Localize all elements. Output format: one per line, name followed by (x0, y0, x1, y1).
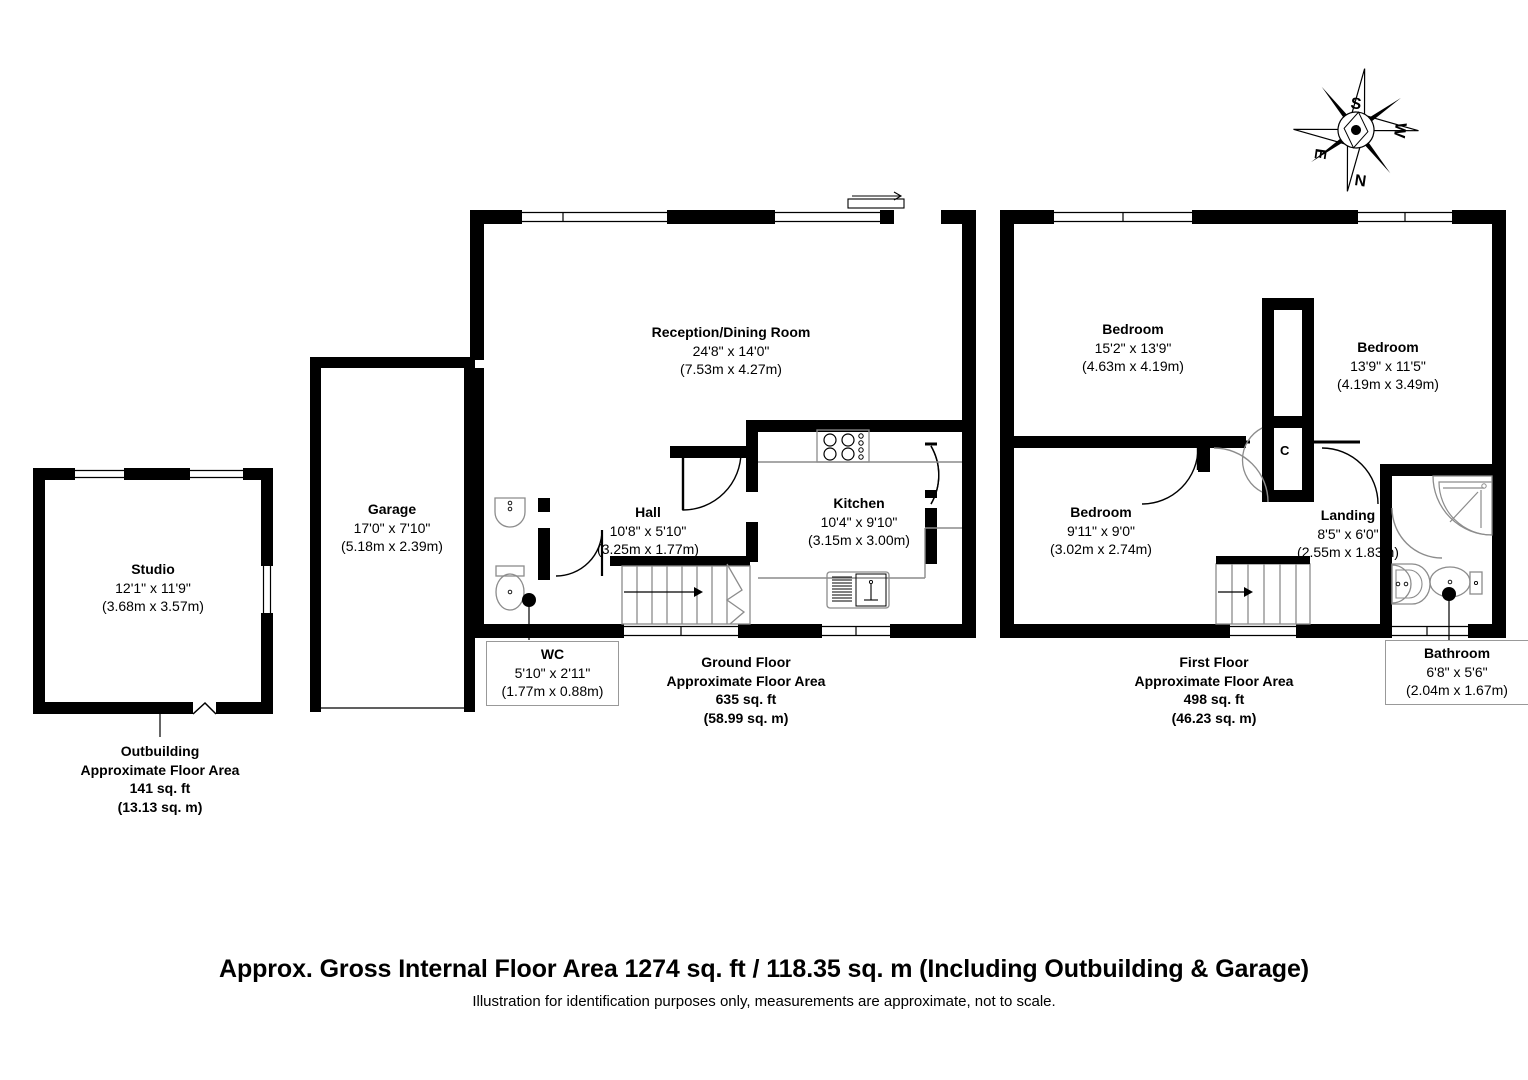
room-dimension-metric: (4.19m x 3.49m) (1337, 376, 1439, 393)
room-label-bedroom-main: Bedroom 15'2" x 13'9" (4.63m x 4.19m) (1036, 320, 1230, 376)
ground-floor-doors (555, 442, 940, 577)
room-label-garage: Garage 17'0" x 7'10" (5.18m x 2.39m) (292, 500, 492, 556)
floor-area-sqm: (58.99 sq. m) (703, 709, 789, 726)
floor-area-sqft: 635 sq. ft (715, 691, 777, 708)
ground-floor-internal-walls (538, 420, 962, 580)
floor-area-sqft: 498 sq. ft (1183, 691, 1245, 708)
room-dimension-imperial: 5'10" x 2'11" (514, 664, 591, 681)
outbuilding-outline (33, 468, 273, 737)
floor-area-subtitle: Approximate Floor Area (1134, 672, 1294, 689)
compass-letter-e: E (1311, 147, 1329, 160)
room-dimension-metric: (1.77m x 0.88m) (501, 683, 604, 700)
room-dimension-imperial: 15'2" x 13'9" (1094, 339, 1172, 356)
floor-area-subtitle: Approximate Floor Area (666, 672, 826, 689)
floor-area-sqm: (13.13 sq. m) (117, 798, 203, 815)
wc-fixtures (494, 497, 536, 640)
compass-rose: S N E W (1286, 60, 1426, 200)
floor-area-sqft: 141 sq. ft (129, 780, 191, 797)
footer: Approx. Gross Internal Floor Area 1274 s… (0, 955, 1528, 1010)
room-dimension-metric: (5.18m x 2.39m) (341, 538, 443, 555)
room-dimension-imperial: 10'8" x 5'10" (609, 522, 687, 539)
room-name: Reception/Dining Room (651, 324, 811, 340)
ground-floor-outline (470, 191, 976, 638)
room-dimension-metric: (2.04m x 1.67m) (1406, 682, 1508, 699)
room-dimension-imperial: 9'11" x 9'0" (1067, 522, 1135, 539)
first-floor-internal-walls (1014, 298, 1492, 638)
compass-letter-w: W (1390, 121, 1409, 139)
room-dimension-imperial: 24'8" x 14'0" (692, 342, 770, 359)
room-dimension-metric: (3.02m x 2.74m) (1050, 541, 1152, 558)
garage-outline (310, 357, 475, 712)
first-floor-staircase (1215, 556, 1311, 625)
floor-area-ground-floor: Ground Floor Approximate Floor Area 635 … (640, 653, 852, 727)
room-dimension-imperial: 10'4" x 9'10" (820, 513, 898, 530)
room-name: Bedroom (1102, 321, 1164, 337)
room-name: Studio (131, 561, 175, 577)
room-name: WC (540, 646, 565, 662)
room-dimension-imperial: 6'8" x 5'6" (1426, 663, 1488, 680)
floor-area-sqm: (46.23 sq. m) (1171, 709, 1257, 726)
room-dimension-imperial: 13'9" x 11'5" (1350, 357, 1426, 374)
room-name: Bathroom (1423, 645, 1491, 661)
sliding-door-arrow (847, 191, 905, 209)
room-label-wc: WC 5'10" x 2'11" (1.77m x 0.88m) (486, 641, 619, 706)
first-floor-doors (1141, 427, 1443, 559)
room-dimension-imperial: 12'1" x 11'9" (115, 579, 191, 596)
room-label-landing: Landing 8'5" x 6'0" (2.55m x 1.83m) (1256, 506, 1440, 562)
ground-floor-staircase (621, 563, 751, 625)
room-name: Landing (1320, 507, 1376, 523)
room-name: Kitchen (833, 495, 885, 511)
first-floor-outline (1000, 210, 1506, 638)
floor-area-title: Ground Floor (701, 654, 791, 670)
room-label-hall: Hall 10'8" x 5'10" (3.25m x 1.77m) (548, 503, 748, 559)
room-name: Bedroom (1357, 339, 1419, 355)
bathroom-fixtures (1391, 475, 1493, 640)
gross-internal-area-text: Approx. Gross Internal Floor Area 1274 s… (219, 955, 1309, 983)
room-name: Hall (635, 504, 661, 520)
disclaimer-text: Illustration for identification purposes… (472, 993, 1056, 1010)
room-dimension-metric: (3.25m x 1.77m) (597, 541, 699, 558)
room-dimension-imperial: 17'0" x 7'10" (353, 519, 431, 536)
room-label-bedroom-second: Bedroom 13'9" x 11'5" (4.19m x 3.49m) (1291, 338, 1485, 394)
room-label-bedroom-third: Bedroom 9'11" x 9'0" (3.02m x 2.74m) (1010, 503, 1192, 559)
room-dimension-metric: (3.15m x 3.00m) (808, 532, 910, 549)
floor-area-title: Outbuilding (120, 743, 200, 759)
room-dimension-metric: (4.63m x 4.19m) (1082, 358, 1184, 375)
compass-letter-s: S (1349, 95, 1362, 113)
room-label-kitchen: Kitchen 10'4" x 9'10" (3.15m x 3.00m) (762, 494, 956, 550)
room-dimension-metric: (7.53m x 4.27m) (680, 361, 782, 378)
room-name: Garage (367, 501, 417, 517)
room-label-reception-dining-room: Reception/Dining Room 24'8" x 14'0" (7.5… (613, 323, 849, 379)
floor-area-title: First Floor (1179, 654, 1249, 670)
closet-label: C (1280, 443, 1290, 458)
floor-area-first-floor: First Floor Approximate Floor Area 498 s… (1108, 653, 1320, 727)
floor-area-outbuilding: Outbuilding Approximate Floor Area 141 s… (55, 742, 265, 816)
kitchen-fixtures (758, 429, 962, 609)
compass-letter-n: N (1353, 172, 1367, 190)
room-label-bathroom: Bathroom 6'8" x 5'6" (2.04m x 1.67m) (1385, 640, 1528, 705)
room-dimension-imperial: 8'5" x 6'0" (1317, 525, 1379, 542)
floor-area-subtitle: Approximate Floor Area (80, 761, 240, 778)
room-dimension-metric: (3.68m x 3.57m) (102, 598, 204, 615)
room-dimension-metric: (2.55m x 1.83m) (1297, 544, 1399, 561)
room-label-studio: Studio 12'1" x 11'9" (3.68m x 3.57m) (53, 560, 253, 616)
room-name: Bedroom (1070, 504, 1132, 520)
